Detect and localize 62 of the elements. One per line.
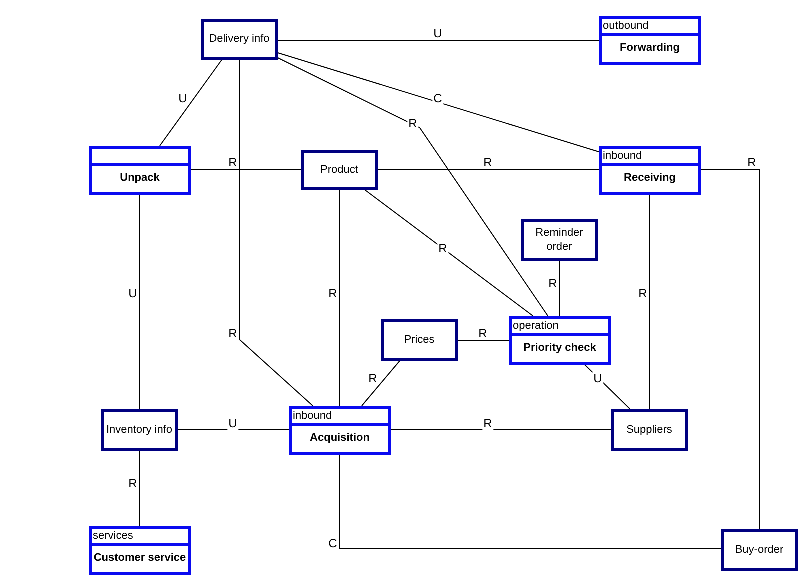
class-name: Receiving xyxy=(624,172,676,186)
class-name: Forwarding xyxy=(620,42,680,56)
entity-box xyxy=(101,409,178,451)
connector-line xyxy=(160,60,222,146)
entity-name: Reminder order xyxy=(534,226,584,254)
stereotype-label: inbound xyxy=(603,150,642,162)
edge-label: R xyxy=(328,288,338,300)
connector-line xyxy=(278,40,600,42)
class-name: Unpack xyxy=(120,172,160,186)
connector-line xyxy=(362,360,400,406)
edge-label: U xyxy=(592,372,604,386)
edge-label: R xyxy=(638,288,648,300)
edge-label: R xyxy=(408,118,418,130)
edge-label: U xyxy=(128,288,138,300)
entity-name: Product xyxy=(320,162,358,178)
entity-box xyxy=(611,409,688,451)
entity-box xyxy=(381,319,458,361)
entity-name: Delivery info xyxy=(209,32,270,47)
connector-line xyxy=(364,190,534,316)
entity-box xyxy=(721,529,798,571)
entity-name: Suppliers xyxy=(626,422,672,438)
class-name: Customer service xyxy=(94,552,186,566)
entity-name: Inventory info xyxy=(106,422,173,438)
class-box xyxy=(89,146,191,195)
stereotype-label: services xyxy=(93,530,134,542)
stereotype-label: operation xyxy=(513,320,559,332)
connector-line xyxy=(240,60,314,406)
stereotype-label: outbound xyxy=(603,20,649,32)
entity-box xyxy=(201,19,278,60)
stereotype-label: inbound xyxy=(293,410,332,422)
edge-label: R xyxy=(128,478,138,490)
class-box xyxy=(289,406,391,455)
edge-label: R xyxy=(478,328,488,340)
entity-name: Prices xyxy=(404,332,435,348)
edge-label: R xyxy=(228,156,238,170)
edge-label: C xyxy=(432,92,444,106)
connector-line xyxy=(278,58,548,316)
entity-name: Buy-order xyxy=(735,542,784,558)
edge-label: R xyxy=(438,242,448,256)
class-box xyxy=(509,316,611,365)
edge-label: U xyxy=(432,28,444,40)
connector-line xyxy=(584,364,630,410)
class-name: Priority check xyxy=(524,342,596,356)
entity-box xyxy=(301,150,378,190)
entity-box xyxy=(521,219,598,261)
edge-label: C xyxy=(328,538,338,550)
connector-line xyxy=(700,170,760,530)
edge-label: R xyxy=(482,418,494,430)
class-box xyxy=(599,146,701,195)
edge-label: R xyxy=(746,156,758,170)
edge-label: U xyxy=(228,418,238,430)
edge-label: R xyxy=(368,372,378,386)
class-name: Acquisition xyxy=(310,432,370,446)
class-box xyxy=(599,16,701,65)
connector-line xyxy=(340,454,722,550)
connector-line xyxy=(278,52,600,152)
edge-label: R xyxy=(482,156,494,170)
class-box xyxy=(89,526,191,575)
edge-label: U xyxy=(178,92,188,106)
edge-label: R xyxy=(228,328,238,340)
connector-line xyxy=(458,340,510,342)
edge-label: R xyxy=(548,278,558,290)
